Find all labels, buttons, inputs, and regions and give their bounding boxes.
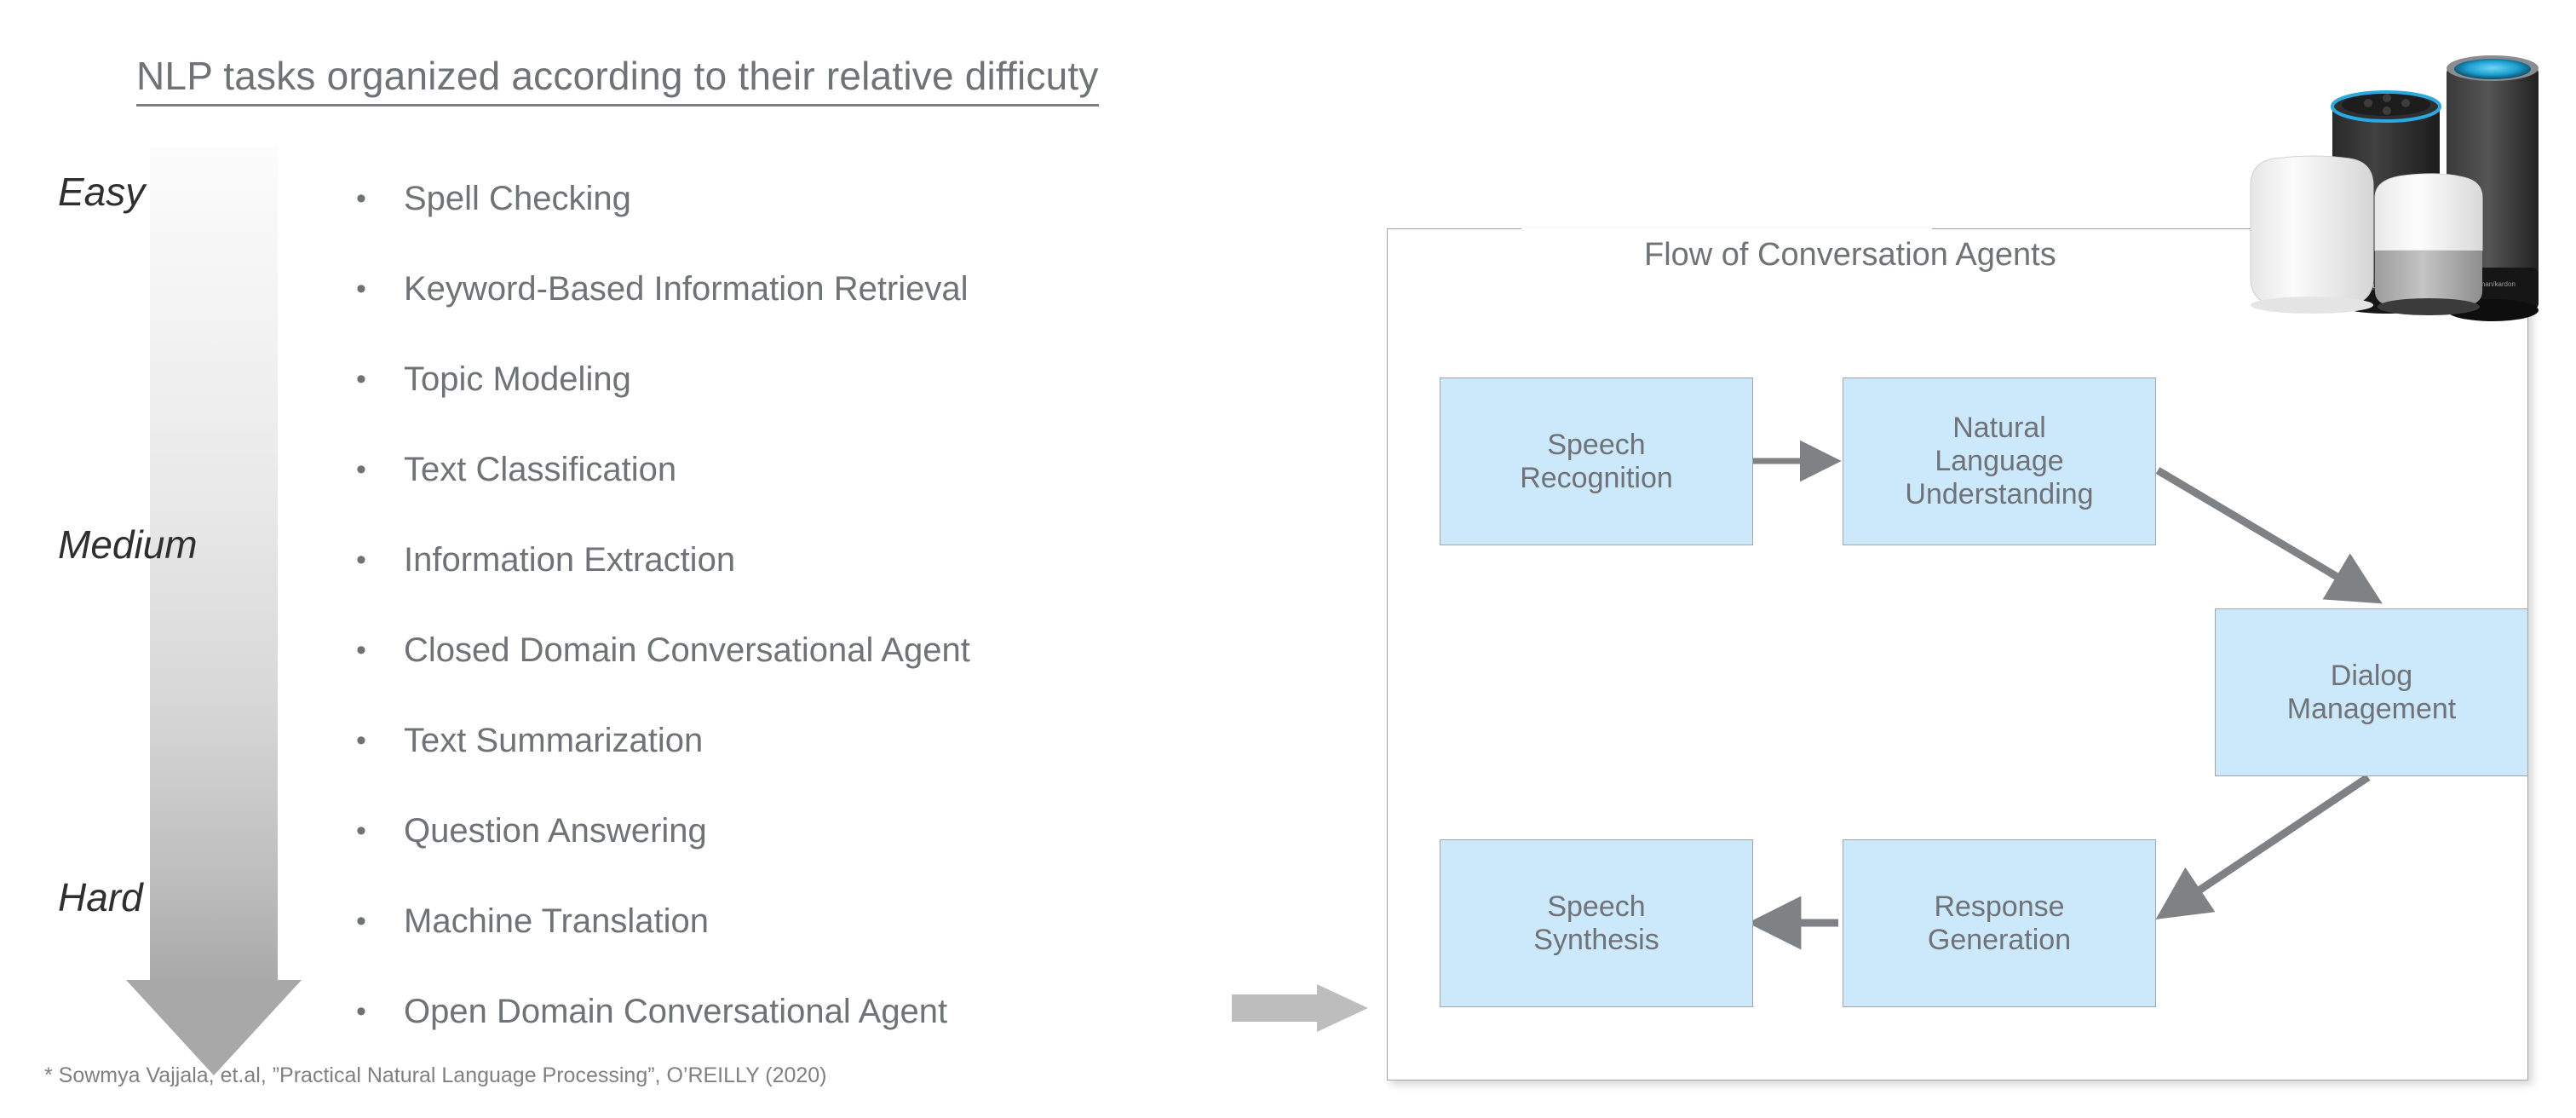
panel-border-left [1387,228,1388,1081]
flow-box-label: Speech Recognition [1520,428,1673,494]
task-label: Topic Modeling [404,360,631,398]
arrow-body [1232,994,1320,1022]
flow-box-label: Natural Language Understanding [1905,412,2094,510]
flow-box-response-generation[interactable]: Response Generation [1843,839,2156,1007]
task-label: Information Extraction [404,540,736,579]
list-item: • Text Classification [356,424,1412,515]
task-label: Text Summarization [404,721,704,759]
bullet-icon: • [356,182,366,215]
flow-box-natural-language-understanding[interactable]: Natural Language Understanding [1843,377,2156,545]
bullet-icon: • [356,724,366,757]
bullet-icon: • [356,453,366,486]
task-label: Spell Checking [404,179,631,217]
flow-box-label: Response Generation [1927,890,2072,956]
bullet-icon: • [356,544,366,576]
flow-box-speech-recognition[interactable]: Speech Recognition [1440,377,1753,545]
task-label: Text Classification [404,450,677,488]
bullet-icon: • [356,905,366,937]
source-footnote: * Sowmya Vajjala, et.al, ”Practical Natu… [44,1063,827,1087]
list-item: • Information Extraction [356,515,1412,605]
difficulty-label-hard: Hard [58,875,143,919]
page-title: NLP tasks organized according to their r… [136,53,1099,107]
list-item: • Closed Domain Conversational Agent [356,605,1412,695]
bullet-icon: • [356,995,366,1028]
bullet-icon: • [356,363,366,395]
arrow-tip [1317,984,1368,1032]
list-item: • Spell Checking [356,153,1412,244]
difficulty-label-easy: Easy [58,170,146,214]
right-arrow-icon [1232,984,1368,1032]
page-title-text: NLP tasks organized according to their r… [136,53,1099,107]
task-label: Question Answering [404,811,707,850]
arrow-head [126,980,302,1075]
speaker-apple-homepod [2250,155,2374,314]
task-label: Machine Translation [404,902,709,940]
smart-speaker-group-icon: harman/kardon amazon [2232,15,2564,331]
list-item: • Keyword-Based Information Retrieval [356,244,1412,334]
flow-diagram-title: Flow of Conversation Agents [1644,237,2056,273]
flow-box-dialog-management[interactable]: Dialog Management [2215,608,2528,776]
nlp-task-list: • Spell Checking • Keyword-Based Informa… [356,153,1412,1057]
flow-box-label: Speech Synthesis [1533,890,1659,956]
bullet-icon: • [356,634,366,666]
task-label: Open Domain Conversational Agent [404,992,948,1030]
flow-box-speech-synthesis[interactable]: Speech Synthesis [1440,839,1753,1007]
difficulty-gradient-arrow-icon [126,147,302,1075]
list-item: • Machine Translation [356,876,1412,966]
list-item: • Topic Modeling [356,334,1412,424]
speaker-google-home [2374,173,2483,315]
bullet-icon: • [356,273,366,305]
list-item: • Open Domain Conversational Agent [356,966,1412,1057]
list-item: • Question Answering [356,786,1412,876]
bullet-icon: • [356,815,366,847]
task-label: Keyword-Based Information Retrieval [404,269,969,308]
svg-text:harman/kardon: harman/kardon [2470,280,2516,288]
difficulty-label-medium: Medium [58,522,198,567]
panel-border-top-right [1932,228,2528,229]
panel-border-top-left [1387,228,1521,229]
list-item: • Text Summarization [356,695,1412,786]
panel-border-bottom [1387,1080,2528,1081]
task-label: Closed Domain Conversational Agent [404,631,970,669]
flow-box-label: Dialog Management [2286,659,2457,725]
